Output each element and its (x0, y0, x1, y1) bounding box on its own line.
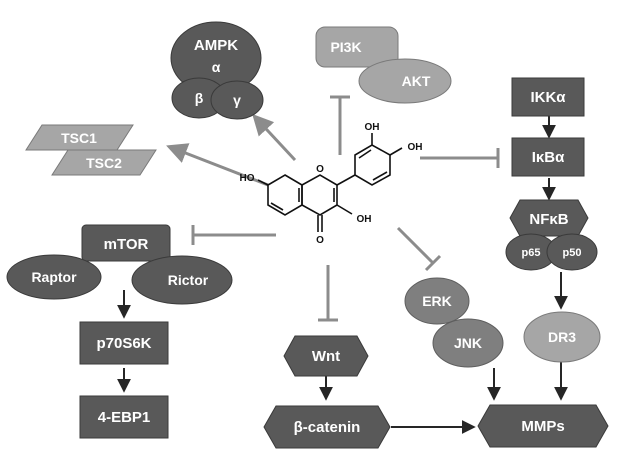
quercetin-molecule (257, 133, 403, 232)
pi3k-box (315, 26, 399, 68)
ampk-label: AMPK (194, 37, 238, 54)
ebp1-box (79, 395, 169, 439)
inhibition-line-erk (396, 226, 435, 265)
tsc2-shape (51, 149, 157, 176)
tsc1-label: TSC1 (61, 130, 97, 146)
dr3-label: DR3 (548, 329, 576, 345)
rictor-shape (131, 255, 233, 305)
rictor-label: Rictor (168, 272, 209, 288)
wnt-shape (283, 335, 369, 377)
oh-label-top-1: OH (365, 122, 380, 133)
mtor-label: mTOR (104, 236, 149, 253)
p50-shape (546, 233, 598, 271)
nfkb-label: NFκB (529, 211, 568, 228)
inhibition-bar-erk (424, 254, 442, 272)
ampk-complex: AMPK α β γ (170, 21, 264, 120)
p70s6k-box (79, 321, 169, 365)
ebp1-label: 4-EBP1 (98, 409, 151, 426)
pi3k-akt-complex: PI3K AKT (315, 26, 452, 104)
mtor-box (81, 224, 171, 262)
jnk-label: JNK (454, 335, 482, 351)
ampk-gamma-label: γ (233, 92, 241, 108)
ampk-beta-label: β (195, 90, 204, 106)
akt-shape (358, 58, 452, 104)
jnk-shape (432, 318, 504, 368)
p70s6k-label: p70S6K (96, 335, 151, 352)
ikka-box (511, 77, 585, 117)
p65-label: p65 (522, 247, 541, 259)
mmps-shape (477, 404, 609, 448)
akt-label: AKT (402, 73, 431, 89)
ampk-alpha-label: α (212, 59, 221, 75)
ikba-label: IκBα (532, 149, 565, 166)
pi3k-label: PI3K (330, 39, 361, 55)
ikba-box (511, 137, 585, 177)
tsc-complex: TSC1 TSC2 (25, 124, 157, 176)
carbonyl-o-label: O (316, 235, 324, 246)
bcatenin-shape (263, 405, 391, 449)
mtor-complex: mTOR Raptor Rictor (6, 224, 233, 305)
ikka-label: IKKα (530, 89, 566, 106)
oh-label-left: HO (240, 173, 255, 184)
wnt-label: Wnt (312, 348, 340, 365)
erk-label: ERK (422, 293, 452, 309)
raptor-label: Raptor (31, 269, 77, 285)
activation-arrow-ampk (252, 113, 297, 162)
mmps-label: MMPs (521, 418, 564, 435)
raptor-shape (6, 254, 102, 300)
dr3-shape (523, 311, 601, 363)
oh-label-right: OH (357, 214, 372, 225)
activation-arrow-tsc (166, 143, 269, 187)
nfkb-complex: NFκB p65 p50 (505, 199, 598, 271)
ampk-gamma-shape (210, 80, 264, 120)
ring-o-label: O (316, 164, 324, 175)
erk-shape (404, 277, 470, 325)
tsc2-label: TSC2 (86, 155, 122, 171)
oh-label-top-2: OH (408, 142, 423, 153)
p50-label: p50 (563, 247, 582, 259)
bcatenin-label: β-catenin (294, 419, 361, 436)
